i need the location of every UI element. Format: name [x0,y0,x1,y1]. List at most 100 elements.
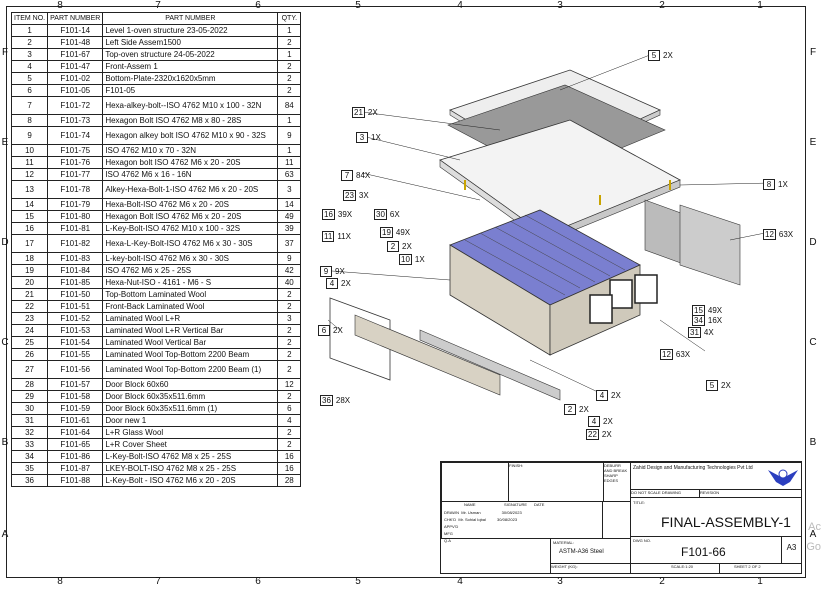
bom-item-no: 16 [10,222,49,235]
zone-label: 5 [355,576,361,587]
watermark-line-2: Go [806,541,821,553]
bom-qty: 6 [277,402,302,415]
zone-label: 6 [255,576,261,587]
approval-row: MFG [444,530,522,537]
title-label: TITLE: [633,500,646,505]
bom-qty: 2 [277,390,302,403]
balloon-number: 3 [356,132,368,143]
bom-qty: 16 [277,462,302,475]
bom-part-number: F101-57 [47,378,104,391]
bom-part-number: F101-14 [47,24,104,37]
role: MFG [444,531,453,536]
zone-label: 5 [355,0,361,11]
balloon-quantity: 6X [389,210,400,219]
balloon-number: 31 [688,327,701,338]
bom-qty: 2 [277,288,302,301]
bom-description: Door Block 60x35x511.6mm (1) [102,402,279,415]
front-frame [354,314,501,396]
do-not-scale-text: DO NOT SCALE DRAWING [631,490,682,495]
bom-item-no: 22 [10,300,49,313]
bom-item-no: 11 [10,156,49,169]
col-name: NAME [464,502,476,507]
balloon-quantity: 1X [778,180,788,189]
bom-item-no: 1 [10,24,49,37]
bom-qty: 28 [277,474,302,487]
dwg-no-cell: DWG NO. F101-66 [630,536,782,564]
left-panel [329,297,391,381]
date: 30/08/2023 [497,517,518,522]
balloon-quantity: 49X [707,306,723,315]
balloon-number: 12 [763,229,776,240]
balloon-quantity: 1X [371,133,381,142]
zone-label: A [1,529,9,540]
bom-description: Hexagon Bolt ISO 4762 M6 x 20 - 20S [102,210,279,223]
bom-description: Hexagon alkey bolt ISO 4762 M10 x 90 - 3… [102,126,279,145]
bom-description: Door Block 60x35x511.6mm [102,390,279,403]
role: CHK'D [444,517,457,522]
bom-header-description: PART NUMBER [102,12,279,25]
bom-description: Level 1-oven structure 23-05-2022 [102,24,279,37]
balloon-number: 16 [322,209,335,220]
name: Mr. Usman [461,510,481,515]
bom-part-number: F101-56 [47,360,104,379]
bom-part-number: F101-55 [47,348,104,361]
material-label: MATERIAL: [553,540,574,545]
bom-item-no: 36 [10,474,49,487]
zone-label: 2 [659,576,665,587]
bom-qty: 16 [277,450,302,463]
bom-qty: 9 [277,252,302,265]
zone-label: E [809,137,817,148]
balloon-number: 10 [399,254,412,265]
bom-description: Hexa-Bolt-ISO 4762 M6 x 20 - 20S [102,198,279,211]
bom-item-no: 9 [10,126,49,145]
bom-item-no: 13 [10,180,49,199]
bom-qty: 12 [277,378,302,391]
balloon-number: 4 [326,278,338,289]
balloon-quantity: 2X [402,242,412,251]
bom-item-no: 10 [10,144,49,157]
zone-label: C [1,337,9,348]
bom-description: Door new 1 [102,414,279,427]
approval-row: CHK'D Mr. Sohial Iqbal 30/08/2023 [444,516,522,523]
bom-item-no: 5 [10,72,49,85]
balloon-number: 22 [586,429,599,440]
bom-description: L+R Cover Sheet [102,438,279,451]
bom-item-no: 32 [10,426,49,439]
role: DRAWN [444,510,459,515]
bom-qty: 2 [277,324,302,337]
bom-part-number: F101-53 [47,324,104,337]
bom-item-no: 35 [10,462,49,475]
balloon-quantity: 1X [414,255,425,264]
bom-item-no: 8 [10,114,49,127]
balloon-number: 19 [380,227,393,238]
approval-table: NAME SIGNATURE DATE DRAWN Mr. Usman 30/0… [441,501,603,543]
bom-qty: 63 [277,168,302,181]
bom-description: Door Block 60x60 [102,378,279,391]
zone-label: D [1,237,9,248]
bom-part-number: F101-48 [47,36,104,49]
bom-header-part-number: PART NUMBER [47,12,104,25]
bom-description: Hexagon bolt ISO 4762 M6 x 20 - 20S [102,156,279,169]
scale-cell: SCALE:1:20 [630,563,720,574]
zone-label: 4 [457,0,463,11]
bom-header-row: ITEM NO. PART NUMBER PART NUMBER QTY. [10,12,302,25]
zone-label: 7 [155,0,161,11]
bom-description: L-Key-Bolt-ISO 4762 M10 x 100 - 32S [102,222,279,235]
balloon-number: 4 [588,416,600,427]
bom-description: F101-05 [102,84,279,97]
